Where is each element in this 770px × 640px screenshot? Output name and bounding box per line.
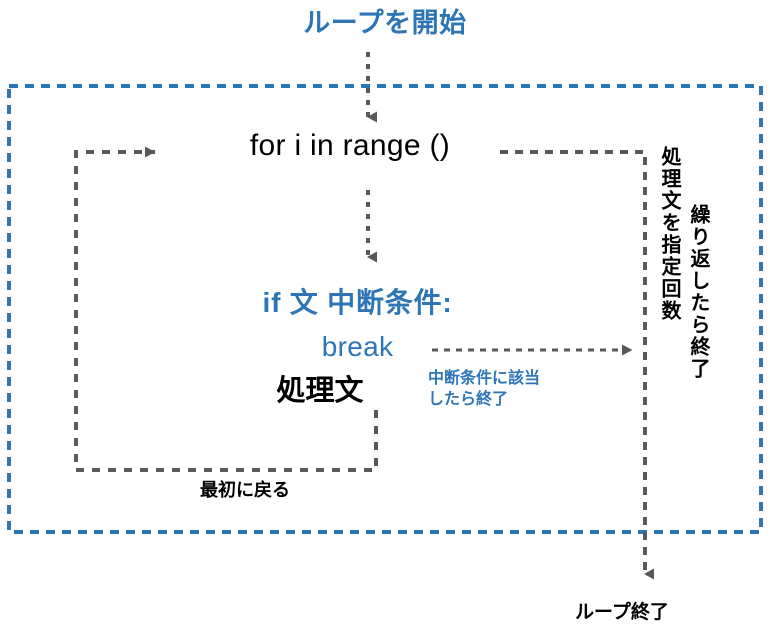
process-statement-node: 処理文	[276, 375, 364, 407]
loop-end-label: ループ終了	[575, 602, 669, 623]
back-to-start-note: 最初に戻る	[200, 480, 290, 500]
for-statement-node: for i in range ()	[249, 129, 451, 162]
vertical-note-right-column: 処理文を指定回数	[658, 146, 680, 322]
vertical-note-left-column: 繰り返したら終了	[687, 204, 709, 380]
break-statement-node: break	[321, 331, 394, 362]
loop-start-label: ループを開始	[303, 8, 467, 38]
break-condition-note: 中断条件に該当 したら終了	[428, 370, 541, 409]
if-statement-node: if 文 中断条件:	[262, 287, 453, 318]
